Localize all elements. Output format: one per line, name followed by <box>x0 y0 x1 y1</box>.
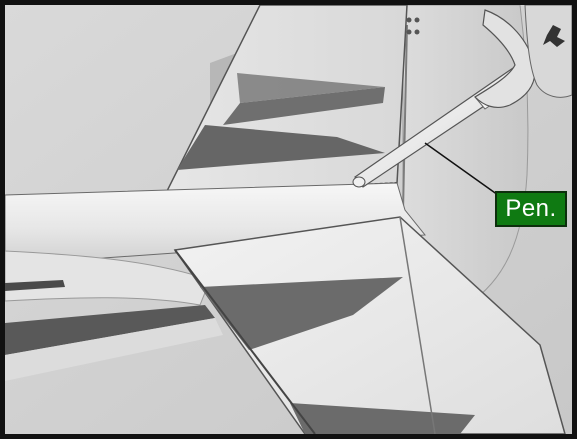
pen-label: Pen. <box>495 191 567 227</box>
model-plane-tail-photo <box>5 5 572 434</box>
